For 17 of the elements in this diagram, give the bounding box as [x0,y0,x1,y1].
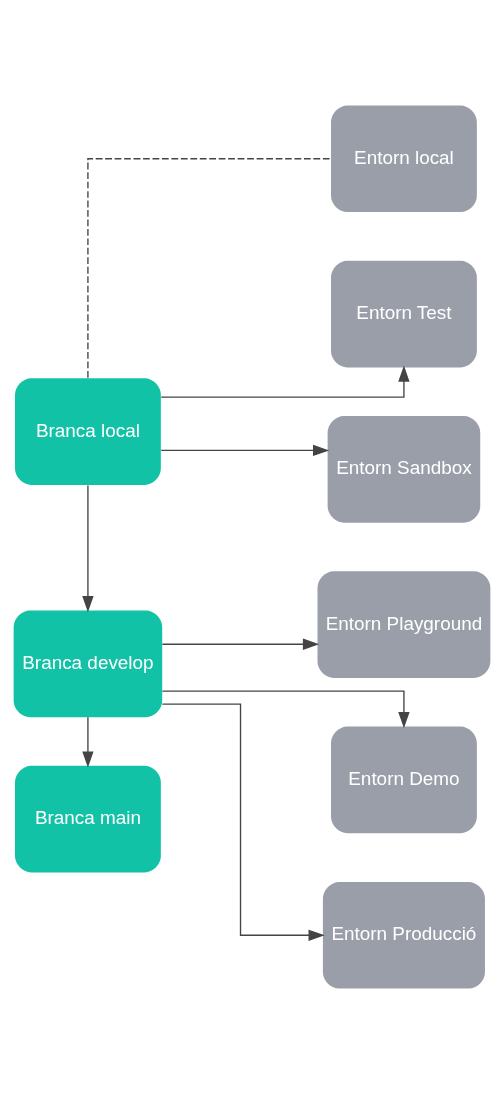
arrow [82,716,94,768]
node-box: Entorn local [331,104,477,212]
node-box: Entorn Producció [322,881,485,989]
node-box: Branca develop [13,609,163,717]
arrow [161,689,410,728]
node-box: Entorn Sandbox [327,415,481,523]
node-box: Branca local [15,377,161,485]
arrow [160,444,330,456]
node-box: Entorn Playground [317,570,491,678]
node-box: Branca main [15,765,161,872]
connector [87,157,332,378]
node-box: Entorn Test [331,260,477,367]
arrow [161,702,325,941]
node-box: Entorn Demo [331,726,477,833]
arrow [82,484,94,612]
arrow [161,638,320,650]
arrow [160,365,410,398]
